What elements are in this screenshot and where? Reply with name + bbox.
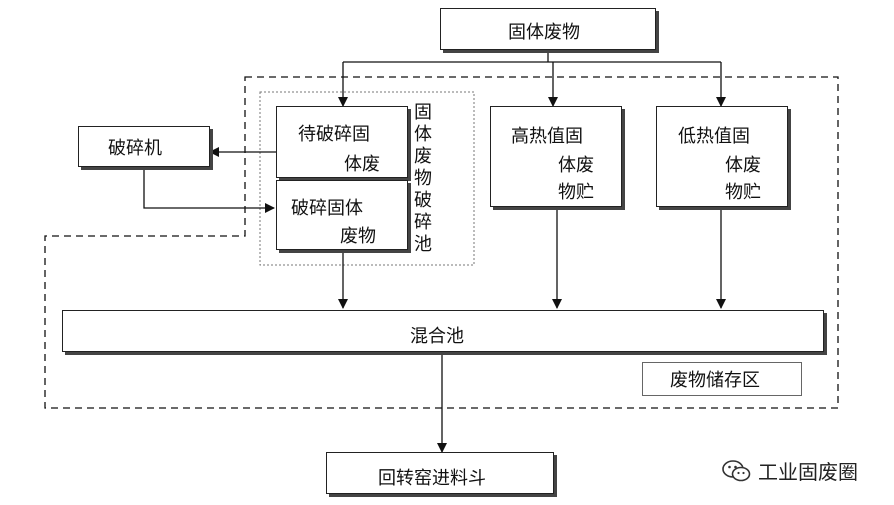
- arrow-crusher-to-crushed: [143, 167, 275, 213]
- to-crush-label-2: 体废: [344, 154, 380, 175]
- wechat-icon: [722, 459, 751, 481]
- kiln-hopper-box: [326, 452, 554, 494]
- crushed-label-2: 废物: [340, 226, 376, 247]
- storage-zone-boundary: [44, 76, 839, 409]
- mix-pool-box: [62, 310, 824, 352]
- high-heat-label-3: 物贮: [558, 182, 594, 203]
- to-crush-box: [276, 106, 408, 178]
- kiln-hopper-label: 回转窑进料斗: [378, 468, 486, 489]
- low-heat-label-3: 物贮: [725, 182, 761, 203]
- crush-pit-label: 固体废物破碎池: [414, 102, 432, 255]
- high-heat-box: [490, 106, 622, 207]
- low-heat-box: [656, 106, 788, 207]
- storage-zone-label-box: [642, 362, 802, 396]
- solid-waste-label: 固体废物: [508, 22, 580, 43]
- watermark: 工业固废圈: [722, 456, 858, 485]
- crush-pit-boundary: [259, 91, 475, 266]
- low-heat-label-1: 低热值固: [678, 126, 750, 147]
- to-crush-label-1: 待破碎固: [298, 124, 370, 145]
- mix-pool-label: 混合池: [410, 326, 464, 347]
- high-heat-label-2: 体废: [558, 155, 594, 176]
- crusher-box: [78, 126, 210, 167]
- low-heat-label-2: 体废: [725, 155, 761, 176]
- solid-waste-box: [440, 8, 656, 50]
- high-heat-label-1: 高热值固: [511, 126, 583, 147]
- crusher-label: 破碎机: [108, 138, 162, 159]
- watermark-text: 工业固废圈: [758, 460, 858, 484]
- crushed-label-1: 破碎固体: [291, 198, 363, 219]
- crushed-box: [276, 180, 408, 250]
- storage-zone-label: 废物储存区: [670, 370, 760, 391]
